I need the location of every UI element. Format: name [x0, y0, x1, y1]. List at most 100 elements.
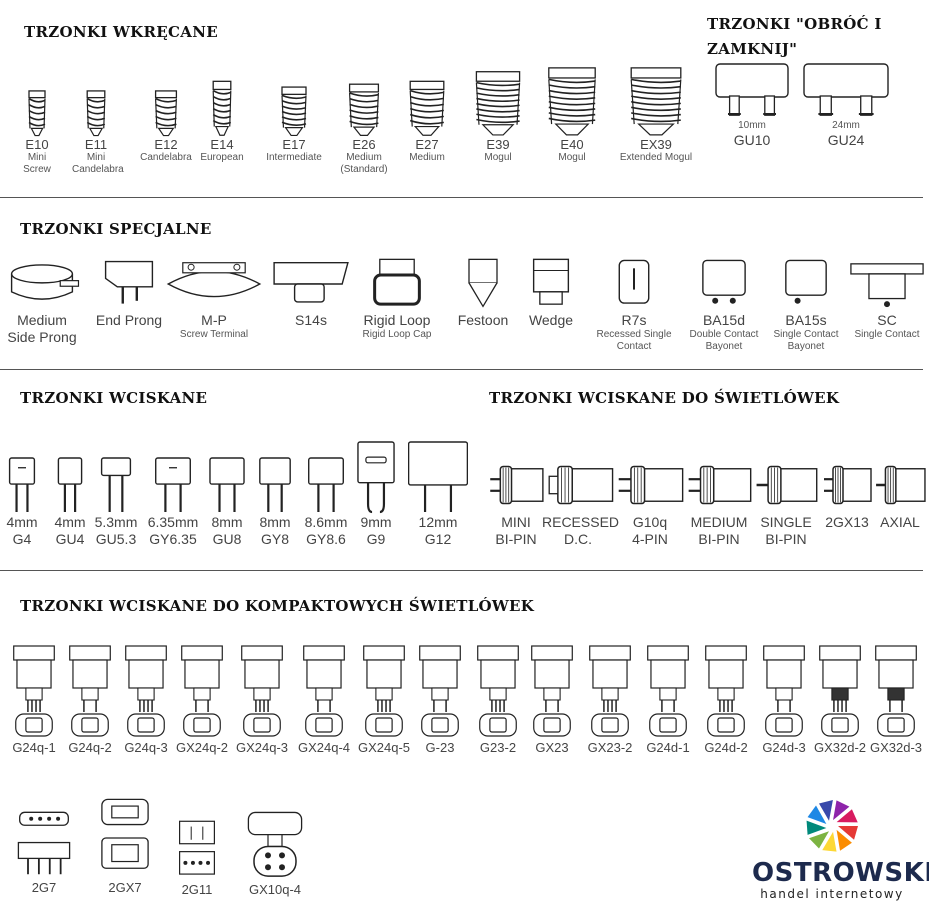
- base-size: 4mm: [6, 514, 38, 530]
- compact-fluor-base-icon: [179, 820, 215, 875]
- tube-g10q-icon: [618, 465, 684, 505]
- base-code: G9: [366, 531, 386, 547]
- compact-fluor-base-icon: [589, 645, 631, 737]
- base-name: Wedge: [528, 312, 574, 328]
- tube-axial-icon: [876, 465, 926, 505]
- ostrowski-logo: OSTROWSKI handel internetowy: [752, 798, 929, 901]
- festoon-base-icon: [468, 258, 498, 308]
- base-code: G24d-3: [762, 740, 806, 755]
- base-code: G4: [12, 531, 32, 547]
- base-size: 8mm: [259, 514, 291, 530]
- special-base-3: S14s: [270, 256, 352, 329]
- bi-pin-base-icon: [155, 457, 191, 512]
- section-title-fluor: TRZONKI WCISKANE DO ŚWIETLÓWEK: [489, 389, 840, 407]
- base-code: 2GX7: [108, 880, 142, 895]
- section-title-screw: TRZONKI WKRĘCANE: [24, 23, 218, 41]
- screw-base-icon: [28, 90, 46, 137]
- compact-base-2g11: 2G11: [168, 816, 226, 897]
- base-desc: Screw Terminal: [179, 329, 249, 340]
- base-code: 2G11: [181, 882, 213, 897]
- base-desc: Mogul: [558, 152, 586, 163]
- compact-base-gx23-2: GX23-2: [584, 640, 636, 755]
- base-name: Festoon: [457, 312, 509, 328]
- base-code: G24q-2: [68, 740, 112, 755]
- base-code: E40: [560, 137, 584, 152]
- bayonet-base-icon: [785, 259, 827, 304]
- compact-fluor-base-icon: [101, 798, 149, 869]
- section-title-twist: TRZONKI "OBRÓĆ I ZAMKNIJ": [707, 15, 882, 58]
- section-title-compact: TRZONKI WCISKANE DO KOMPAKTOWYCH ŚWIETLÓ…: [20, 597, 535, 615]
- compact-fluor-base-icon: [647, 645, 689, 737]
- base-desc: Mini: [86, 152, 106, 163]
- base-code: E39: [486, 137, 510, 152]
- tube-2gx13-icon: [824, 465, 872, 505]
- base-code: G23-2: [479, 740, 517, 755]
- base-code: G24q-3: [124, 740, 168, 755]
- base-code: GX32d-3: [870, 740, 923, 755]
- base-code: E11: [84, 137, 108, 152]
- compact-base-g23-2: G23-2: [472, 640, 524, 755]
- divider: [0, 570, 923, 571]
- base-code: GY6.35: [149, 531, 197, 547]
- base-name: SINGLE: [760, 514, 812, 530]
- special-base-1: End Prong: [90, 256, 168, 329]
- base-desc: Single Contact: [854, 329, 920, 340]
- base-name: S14s: [295, 312, 327, 328]
- base-desc: Bayonet: [705, 341, 743, 352]
- screw-terminal-base-icon: [166, 262, 262, 298]
- compact-fluor-base-icon: [705, 645, 747, 737]
- compact-base-2g7: 2G7: [12, 808, 76, 895]
- base-name: G10q: [632, 514, 668, 530]
- base-code: E14: [210, 137, 234, 152]
- base-code: G24q-1: [12, 740, 56, 755]
- bi-pin-base-icon: [209, 457, 245, 512]
- section-title-push: TRZONKI WCISKANE: [20, 389, 208, 407]
- compact-base-gx24q-3: GX24q-3: [236, 640, 288, 755]
- screw-base-icon: [475, 71, 521, 136]
- screw-base-icon: [548, 67, 596, 136]
- base-name: BA15s: [785, 312, 827, 328]
- compact-base-2gx7: 2GX7: [92, 796, 158, 895]
- base-code: GX32d-2: [814, 740, 867, 755]
- compact-base-g24q-3: G24q-3: [120, 640, 172, 755]
- screw-base-icon: [212, 80, 232, 136]
- compact-fluor-base-icon: [69, 645, 111, 737]
- rigid-loop-base-icon: [373, 258, 421, 306]
- base-name: SC: [877, 312, 897, 328]
- base-name: R7s: [621, 312, 647, 328]
- base-desc: Double Contact: [689, 329, 759, 340]
- end-prong-base-icon: [104, 260, 154, 304]
- base-code: GU4: [55, 531, 85, 547]
- compact-fluor-base-icon: [875, 645, 917, 737]
- compact-base-gx24q-4: GX24q-4: [298, 640, 350, 755]
- base-name: MEDIUM: [690, 514, 748, 530]
- r7s-base-icon: [618, 259, 650, 304]
- compact-fluor-base-icon: [819, 645, 861, 737]
- tube-single-pin-icon: [756, 465, 818, 505]
- base-desc: Mogul: [484, 152, 512, 163]
- base-code: GU8: [212, 531, 242, 547]
- base-code: 2G7: [31, 880, 57, 895]
- compact-fluor-base-icon: [17, 811, 71, 875]
- base-name: BA15d: [702, 312, 746, 328]
- loop-pin-base-icon: [357, 441, 395, 514]
